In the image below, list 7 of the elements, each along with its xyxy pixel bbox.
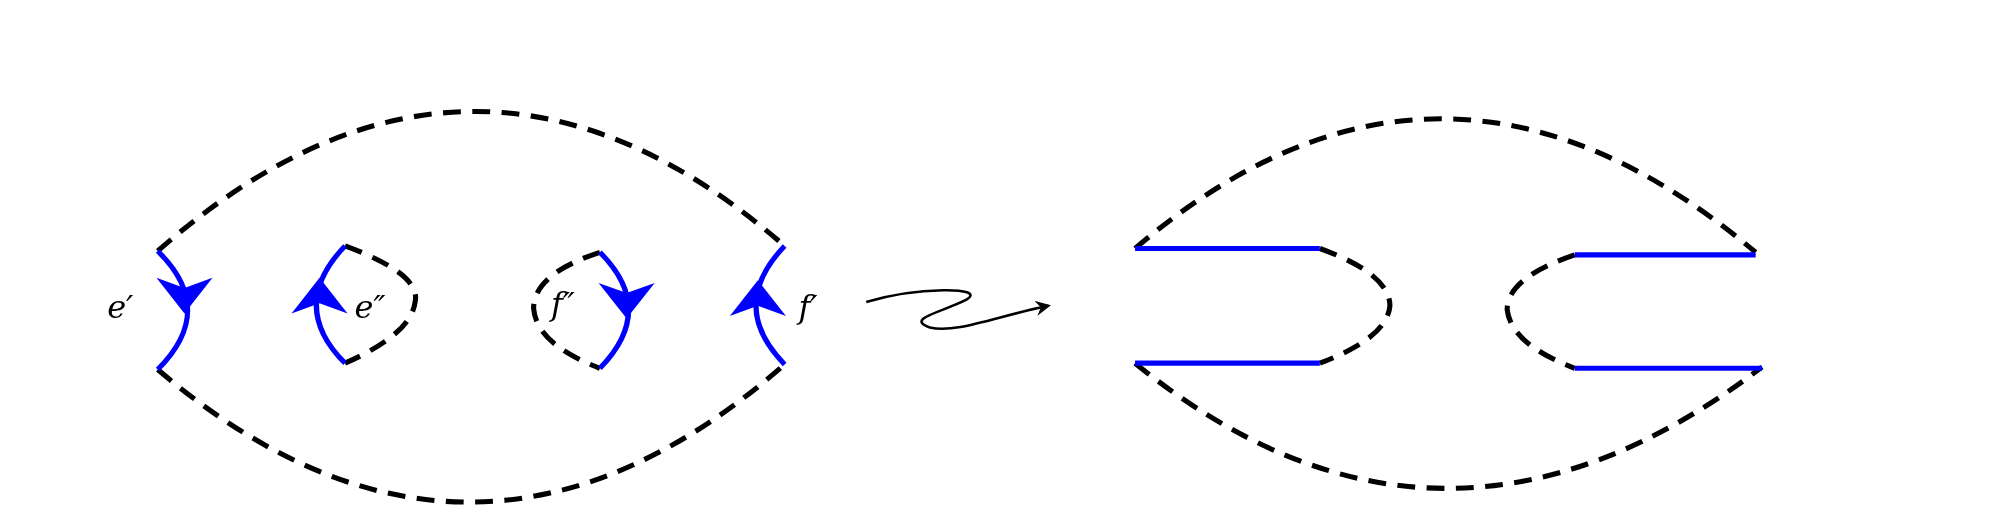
curve-label: e′ <box>107 290 134 323</box>
curve-drawing <box>1132 116 1765 491</box>
squiggle-arrow <box>865 288 1051 331</box>
curve-label: e″ <box>354 290 386 323</box>
curve-label: f″ <box>551 288 575 321</box>
curve-drawing <box>155 109 787 505</box>
curve-label: f′ <box>798 290 818 323</box>
